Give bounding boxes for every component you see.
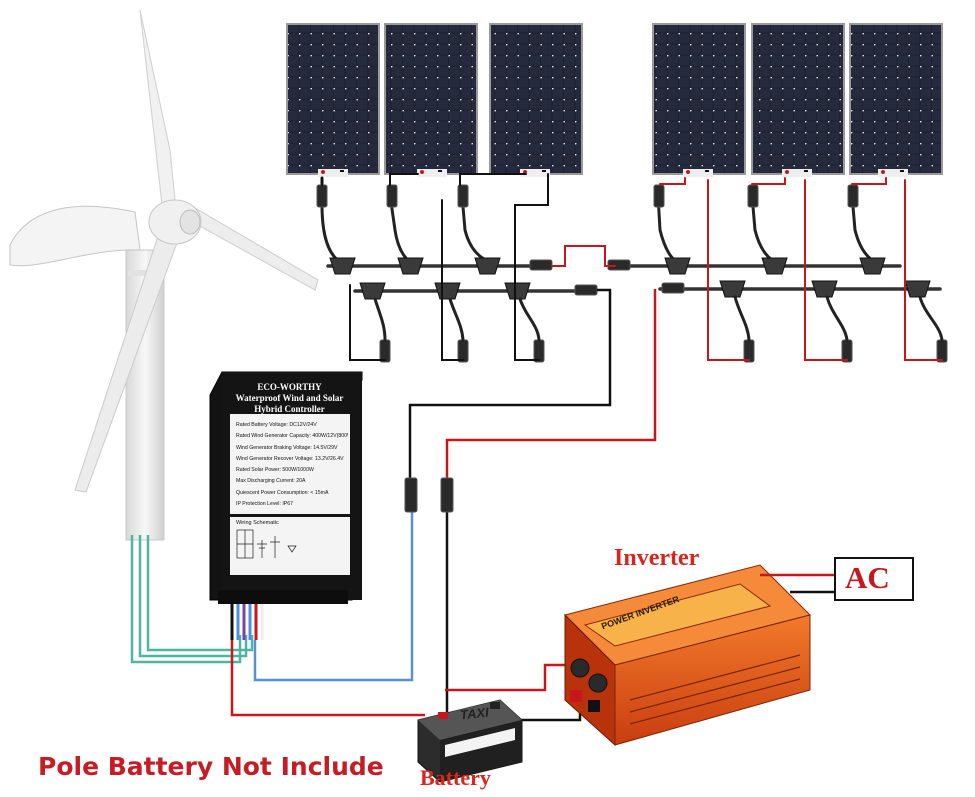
- controller-title: ECO-WORTHY Waterproof Wind and Solar Hyb…: [222, 382, 357, 415]
- main-feed-wiring: [253, 288, 657, 720]
- spec-line: Quiescent Power Consumption: < 15mA: [236, 489, 329, 496]
- battery-brand-label: TAXI: [459, 704, 490, 723]
- ac-output-box: [834, 557, 914, 601]
- controller-spec-list: Rated Battery Voltage: DC12V/24V Rated W…: [236, 420, 348, 510]
- spec-line: Max Discharging Current: 20A: [236, 478, 306, 485]
- battery-label: Battery: [420, 765, 491, 790]
- charge-controller-icon: [209, 371, 363, 640]
- controller-brand: ECO-WORTHY: [257, 382, 322, 392]
- solar-panel-icon: [489, 23, 583, 177]
- pole-battery-note: Pole Battery Not Include: [38, 752, 384, 781]
- spec-line: Rated Solar Power: 500W/1000W: [236, 467, 314, 474]
- battery-icon: [417, 699, 523, 783]
- spec-line: Rated Wind Generator Capacity: 400W/12V(…: [236, 433, 348, 440]
- inverter-icon: [564, 564, 811, 747]
- controller-title-line2: Hybrid Controller: [254, 404, 325, 414]
- turbine-wiring: [130, 535, 254, 664]
- ac-output-wiring: [760, 573, 835, 594]
- spec-line: Wind Generator Braking Voltage: 14.5V/29…: [236, 444, 338, 451]
- spec-line: Rated Battery Voltage: DC12V/24V: [236, 422, 317, 428]
- ac-label: AC: [845, 560, 890, 595]
- spec-line: IP Protection Level: IP67: [236, 501, 294, 508]
- solar-panel-array: [286, 23, 943, 177]
- wiring-schematic-label: Wiring Schematic: [236, 520, 279, 526]
- wind-turbine-icon: [9, 9, 319, 541]
- inverter-label: Inverter: [614, 545, 700, 571]
- panel-wiring: [316, 173, 948, 363]
- solar-panel-icon: [384, 23, 478, 177]
- solar-panel-icon: [849, 23, 943, 177]
- solar-panel-icon: [286, 23, 380, 177]
- solar-panel-icon: [652, 23, 746, 177]
- solar-panel-icon: [751, 23, 845, 177]
- controller-title-line1: Waterproof Wind and Solar: [235, 393, 344, 403]
- spec-line: Wind Generator Recover Voltage: 13.2V/26…: [236, 455, 344, 462]
